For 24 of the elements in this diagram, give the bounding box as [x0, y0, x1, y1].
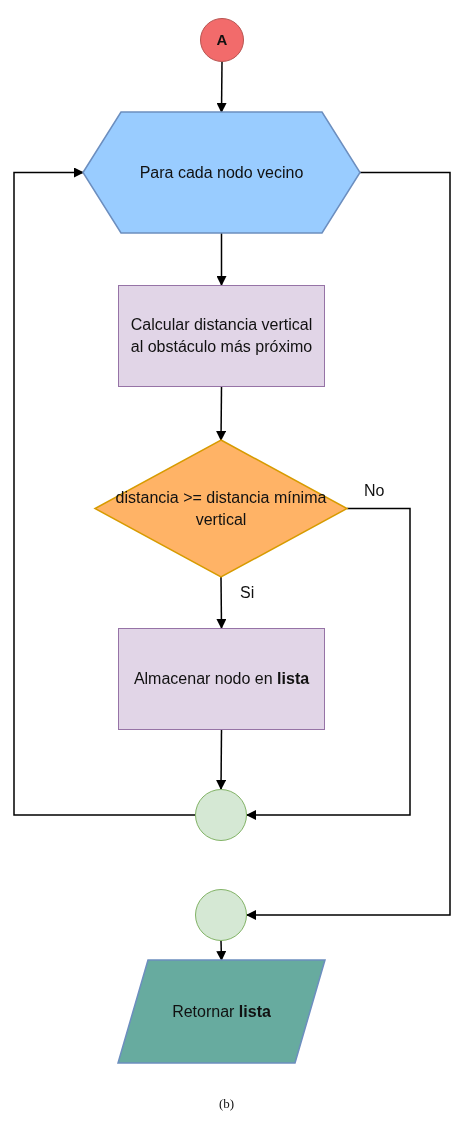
node-text: Para cada nodo vecino [139, 162, 304, 183]
node-text: A [216, 29, 228, 50]
output-parallelogram [118, 960, 325, 1063]
node-text: Almacenar nodo en lista [133, 669, 310, 690]
arrow [216, 61, 227, 113]
process-box [118, 628, 325, 730]
process-box [118, 285, 325, 387]
arrow [13, 167, 196, 816]
arrow [246, 507, 411, 820]
arrow [216, 232, 227, 286]
node-text: distancia >= distancia mínima vertical [114, 487, 328, 530]
arrow [216, 576, 227, 629]
connector-circle [200, 18, 244, 62]
loop-hexagon [83, 112, 360, 233]
arrow [216, 729, 227, 790]
junction-circle [195, 789, 247, 841]
decision-diamond [95, 440, 347, 577]
node-text: Calcular distancia vertical al obstáculo más próximo [130, 315, 313, 357]
junction-circle [195, 889, 247, 941]
arrow [216, 386, 227, 441]
arrow [246, 171, 451, 920]
node-text: Retornar lista [172, 1001, 271, 1022]
arrow [216, 940, 227, 961]
caption: (b) [217, 1096, 236, 1112]
